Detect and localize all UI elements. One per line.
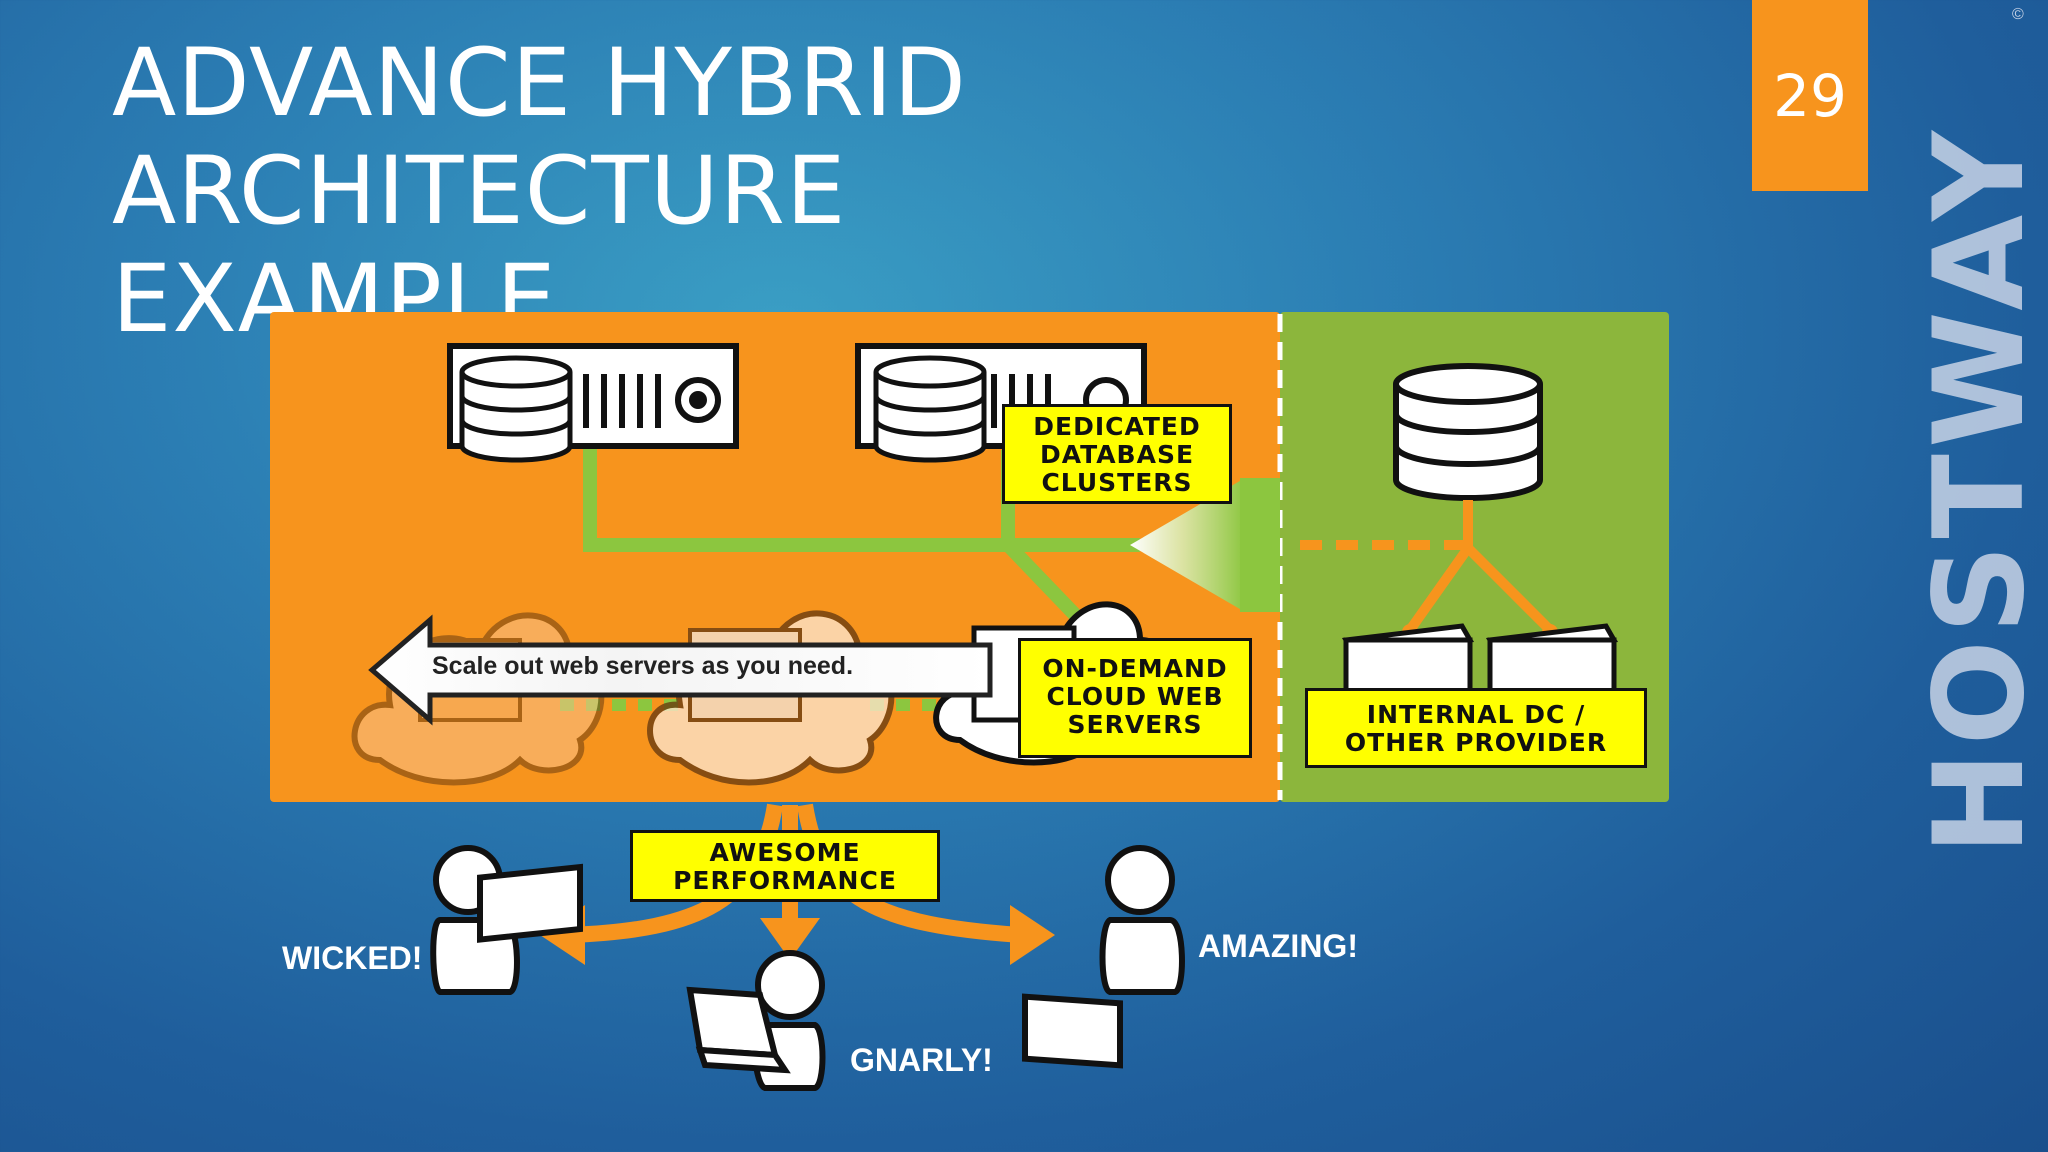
label-line: AWESOME — [709, 838, 861, 867]
dedicated-server-1 — [447, 343, 739, 463]
label-line: SERVERS — [1067, 710, 1203, 739]
slide-title: ADVANCE HYBRID ARCHITECTURE EXAMPLE — [112, 30, 1612, 354]
copyright-mark: © — [2012, 6, 2024, 23]
scale-out-label: Scale out web servers as you need. — [432, 652, 854, 680]
beam-bar — [1240, 478, 1280, 612]
arrow-head-right — [1010, 905, 1055, 965]
label-line: PERFORMANCE — [673, 866, 897, 895]
internal-links — [1405, 500, 1554, 634]
label-line: INTERNAL DC / — [1366, 700, 1586, 729]
label-cloud-web-servers: ON-DEMAND CLOUD WEB SERVERS — [1018, 638, 1252, 758]
internal-database-icon — [1393, 363, 1543, 501]
label-line: ON-DEMAND — [1042, 654, 1228, 683]
title-line-1: ADVANCE HYBRID ARCHITECTURE — [112, 29, 967, 246]
label-line: OTHER PROVIDER — [1344, 728, 1608, 757]
label-dedicated-db-clusters: DEDICATED DATABASE CLUSTERS — [1002, 404, 1232, 504]
reaction-wicked: WICKED! — [282, 940, 423, 976]
reaction-gnarly: GNARLY! — [850, 1042, 993, 1078]
user-left — [430, 845, 583, 995]
database-icon — [873, 355, 987, 463]
beam-arrow — [1130, 478, 1245, 612]
label-line: CLUSTERS — [1041, 468, 1193, 497]
reaction-amazing: AMAZING! — [1198, 928, 1358, 964]
user-bottom — [686, 950, 826, 1091]
page-number-badge: 29 — [1752, 0, 1868, 191]
user-right — [1022, 845, 1185, 1069]
label-line: DATABASE — [1039, 440, 1195, 469]
scale-out-arrow — [368, 614, 993, 726]
label-line: DEDICATED — [1033, 412, 1201, 441]
label-internal-dc: INTERNAL DC / OTHER PROVIDER — [1305, 688, 1647, 768]
arrow-head-down — [760, 918, 820, 960]
database-icon — [459, 355, 573, 463]
label-awesome-performance: AWESOME PERFORMANCE — [630, 830, 940, 902]
label-line: CLOUD WEB — [1046, 682, 1224, 711]
